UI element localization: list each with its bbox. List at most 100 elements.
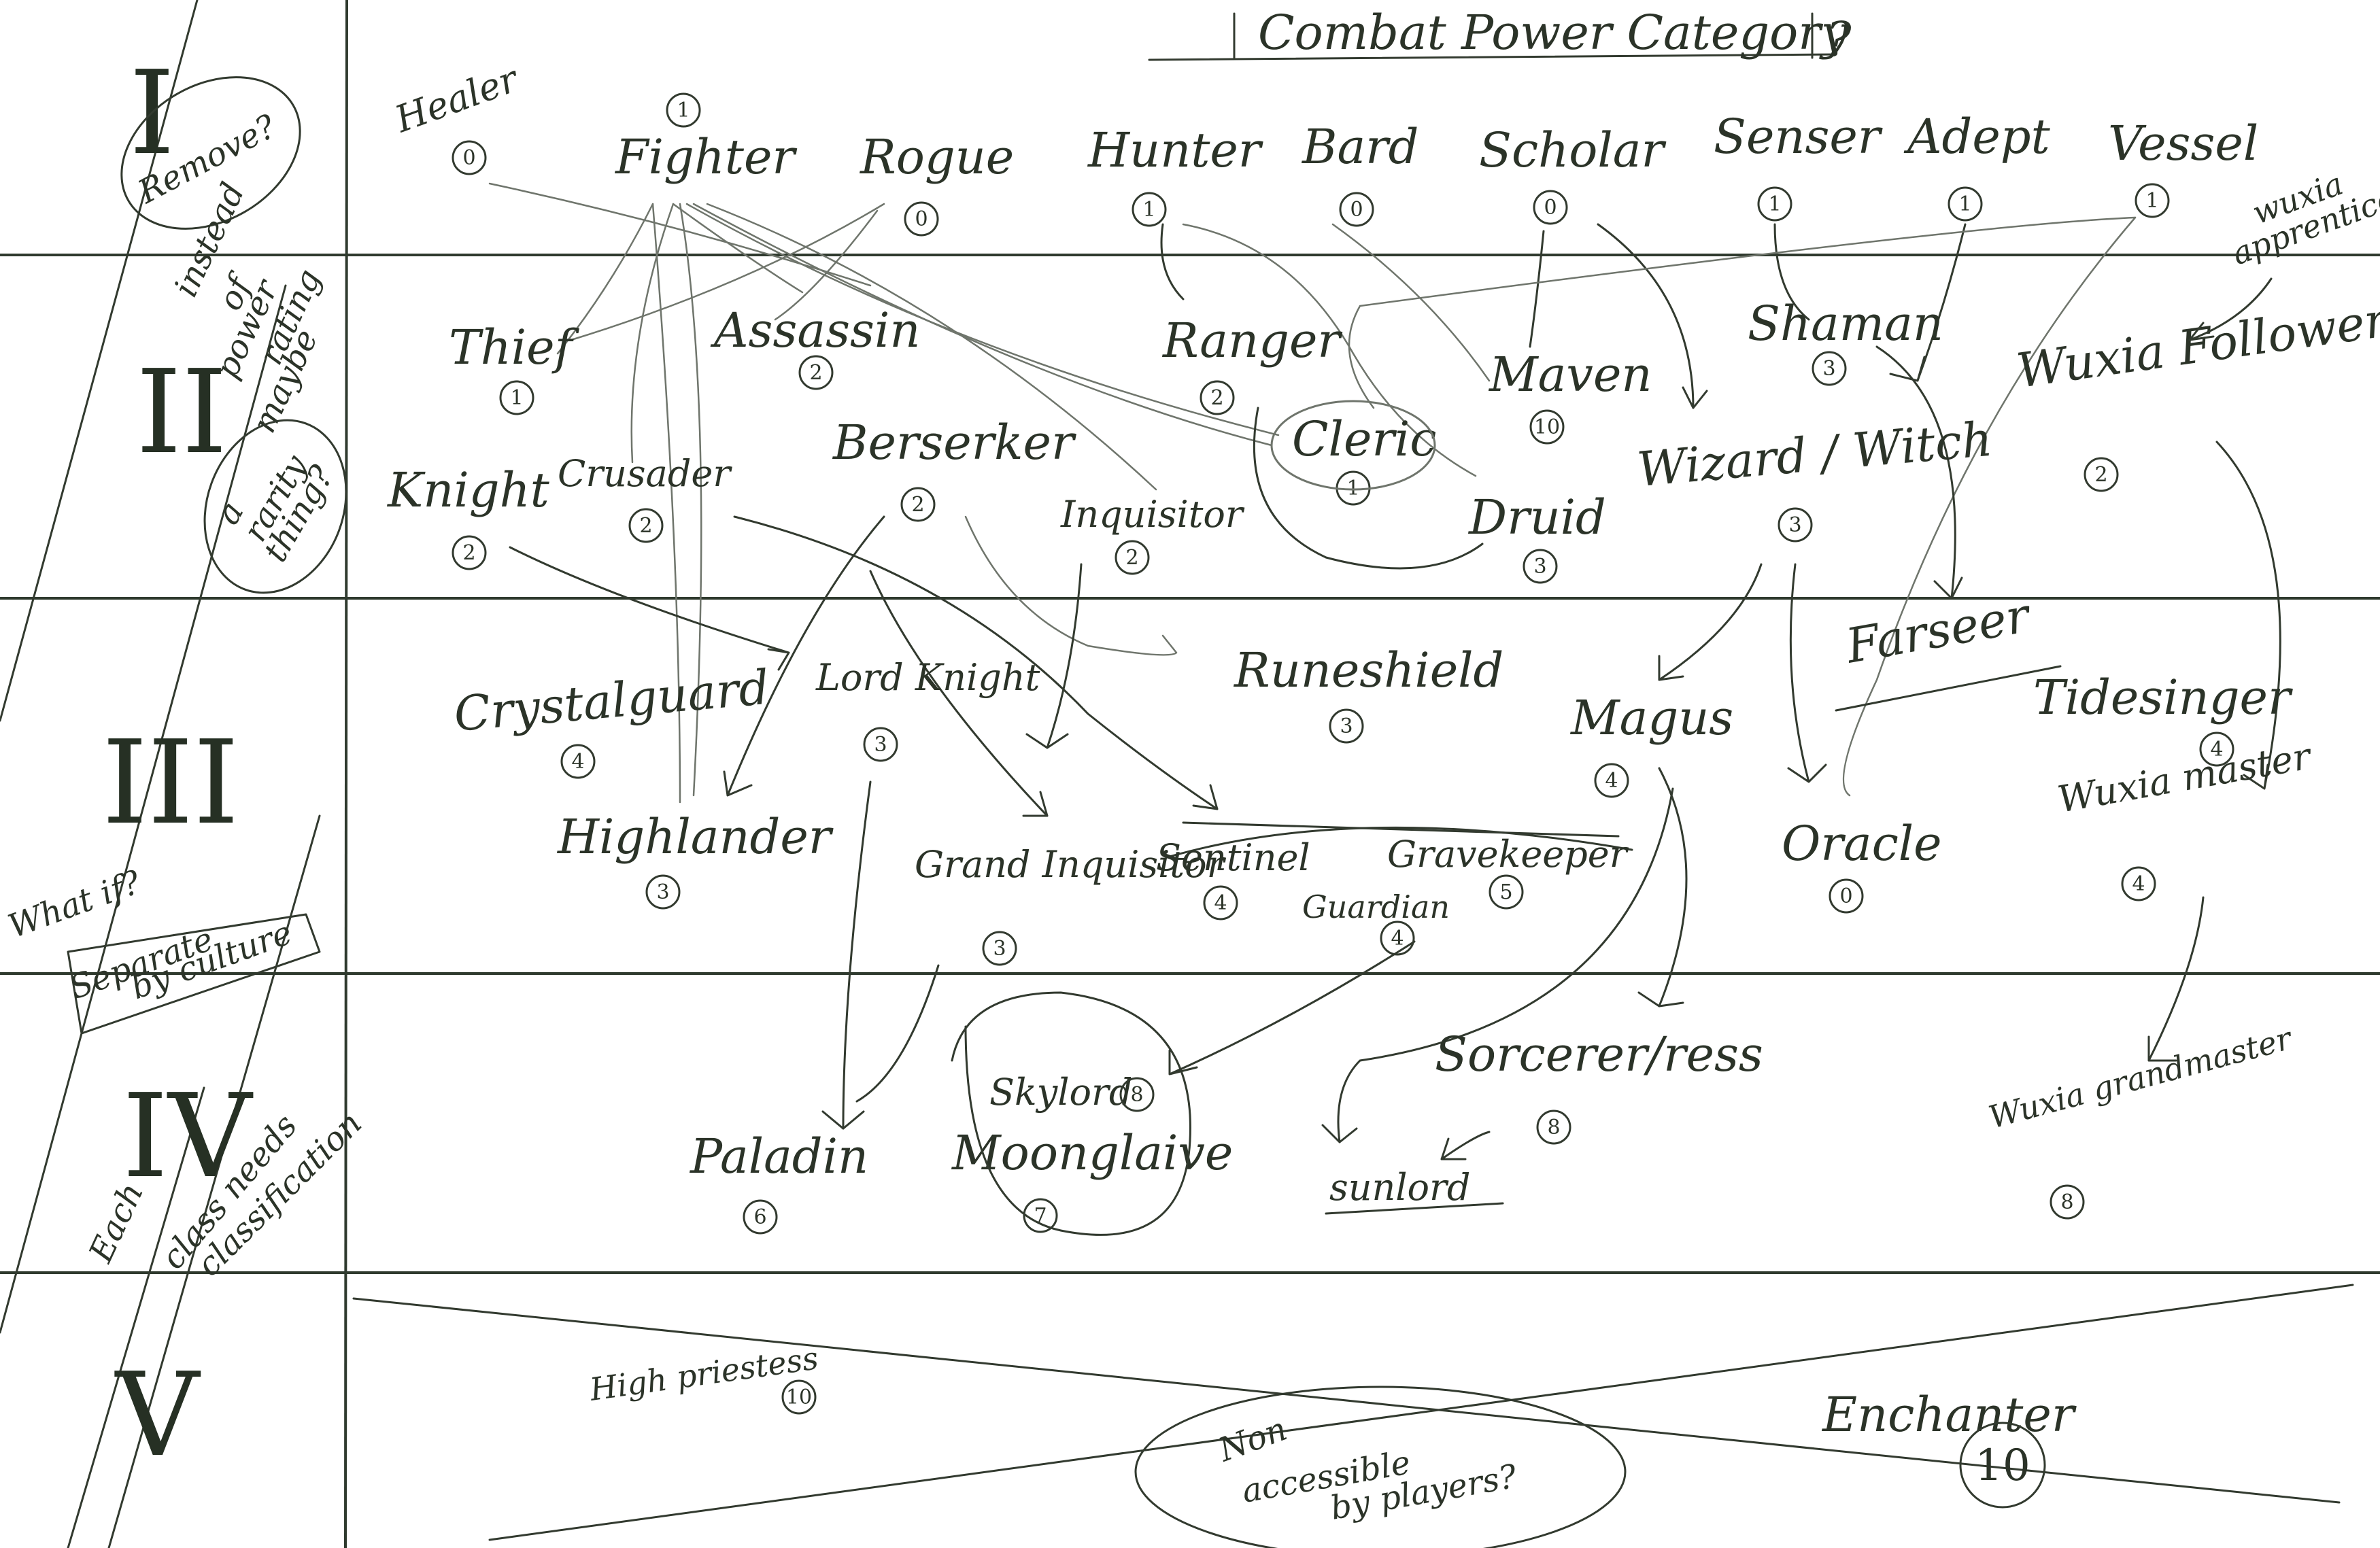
rank-circle (1329, 708, 1364, 744)
connection-stroke (651, 203, 681, 804)
class-name: Bard (1301, 119, 1418, 175)
tier-label-4: IV (122, 1069, 254, 1204)
rank-circle (1523, 549, 1558, 584)
connection-stroke (692, 203, 1273, 447)
class-name: Assassin (710, 303, 920, 358)
rank-circle (1757, 186, 1792, 222)
connection-stroke (1842, 216, 2137, 797)
rank-value: 1 (2145, 189, 2158, 213)
highlight-marks (951, 400, 2062, 1236)
class-name: Inquisitor (1060, 493, 1245, 536)
rank-value: 4 (571, 750, 584, 774)
class-name: Sentinel (1156, 836, 1310, 879)
class-node-wuxia-grandmaster: Wuxia grandmaster 8 (1985, 1019, 2297, 1220)
connection-stroke (1168, 826, 1633, 858)
rank-value: 2 (2094, 463, 2107, 487)
rank-circle (743, 1199, 778, 1235)
rank-circle (2050, 1184, 2085, 1220)
rank-circle (452, 535, 487, 570)
class-name: Gravekeeper (1387, 833, 1629, 876)
connection-stroke (1597, 223, 1708, 409)
connection-stroke (672, 203, 804, 294)
class-name: Shaman (1748, 296, 1943, 351)
class-name: Crusader (558, 452, 732, 495)
rank-value: 2 (911, 493, 924, 517)
connection-stroke (1182, 223, 1477, 477)
rank-circle (645, 874, 681, 910)
connection-stroke (685, 203, 1280, 436)
rank-value: 0 (1544, 196, 1557, 220)
rank-value: 4 (2210, 738, 2223, 761)
class-name: Wuxia grandmaster (1985, 1019, 2297, 1135)
class-name: Paladin (689, 1129, 868, 1184)
connection-stroke (774, 209, 879, 321)
connection-stroke (1168, 940, 1416, 1076)
connection-stroke (1658, 563, 1763, 681)
rank-circle (1959, 1422, 2046, 1509)
rank-circle (2084, 457, 2119, 492)
rank-value: 3 (1788, 513, 1801, 537)
class-name: sunlord (1329, 1166, 1470, 1209)
rank-circle (1594, 763, 1629, 798)
rank-circle (1829, 878, 1864, 914)
class-name: Sorcerer/ress (1435, 1027, 1763, 1082)
rank-circle (1948, 186, 1983, 222)
connection-stroke (2215, 441, 2281, 790)
connection-stroke (679, 203, 702, 797)
rank-circle (1339, 192, 1374, 227)
rank-circle (560, 744, 596, 779)
rank-value: 3 (874, 733, 887, 757)
class-node-bard: Bard 0 (1301, 119, 1418, 227)
connection-stroke (509, 546, 790, 671)
class-name: Highlander (556, 809, 834, 865)
rank-circle (982, 931, 1017, 966)
rank-value: 2 (809, 361, 822, 385)
class-name: Runeshield (1233, 642, 1503, 698)
rank-value: 8 (2060, 1190, 2073, 1214)
rank-value: 8 (1130, 1083, 1143, 1107)
rank-value: 2 (462, 541, 475, 565)
connection-stroke (1440, 1131, 1491, 1160)
rank-circle (1380, 921, 1415, 956)
connection-stroke (869, 570, 1049, 817)
rank-circle (1132, 192, 1167, 227)
rank-circle (1115, 540, 1150, 575)
tier-label-5: V (114, 1348, 201, 1483)
rank-value: 4 (1605, 769, 1618, 793)
class-node-sunlord: sunlord (1329, 1166, 1470, 1209)
class-name: Fighter (614, 129, 797, 185)
rank-circle (452, 140, 487, 175)
rank-circle (2121, 866, 2156, 901)
connection-stroke (1773, 223, 1810, 321)
rank-circle (1778, 507, 1813, 543)
class-name: Hunter (1087, 122, 1263, 178)
note-what-if: What if? (3, 863, 146, 946)
connection-stroke (630, 203, 675, 464)
rank-value: 2 (1210, 386, 1223, 410)
rank-value: 0 (1350, 198, 1363, 222)
class-name: Grand Inquisitor (915, 843, 1227, 886)
connection-stroke (1875, 345, 1963, 600)
rank-value: 4 (2132, 872, 2145, 896)
rank-circle (1023, 1198, 1058, 1233)
class-node-assassin: Assassin 2 (710, 303, 920, 390)
rank-circle (1533, 190, 1568, 225)
